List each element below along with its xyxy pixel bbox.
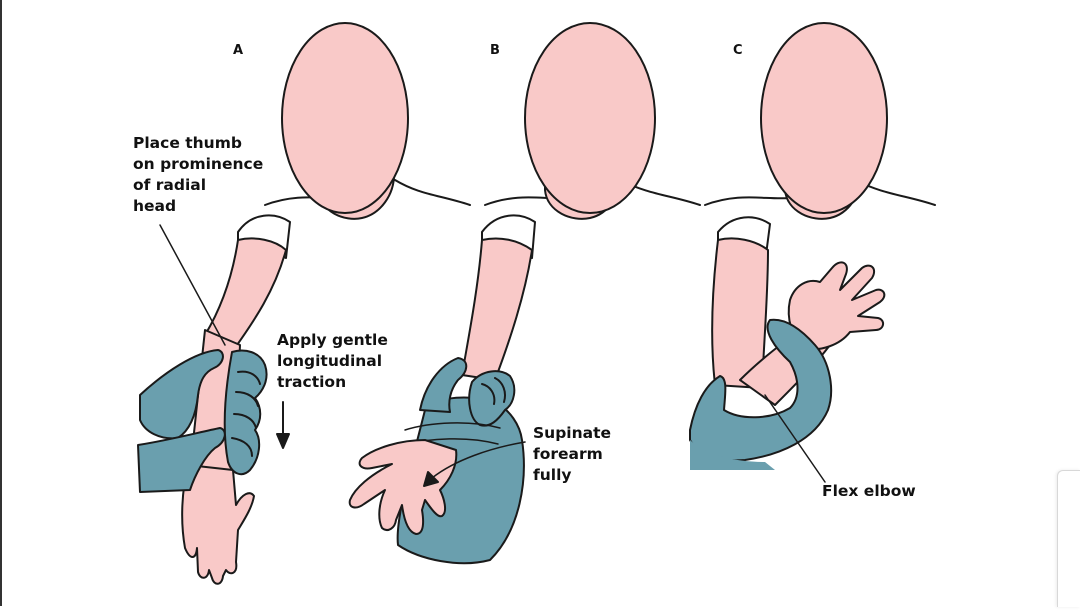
panel-b-upper-arm [461,237,533,381]
panel-b-supinate-arrowhead [423,471,439,487]
panel-a-hand [181,464,255,585]
panel-c-figure [689,22,936,483]
panel-b-figure [348,22,701,565]
panel-a-glove-fingers [223,349,268,476]
flex-elbow-label: Flex elbow [822,482,916,500]
left-border [0,0,2,606]
side-panel-tab[interactable] [1057,470,1080,607]
panel-b-letter: B [490,43,500,58]
panel-a-traction-arrowhead [276,433,290,449]
panel-c-letter: C [733,43,743,58]
panel-c-glove-wrist [690,440,775,470]
panel-b-finger-lines [481,377,506,405]
panel-a-letter: A [233,43,244,58]
panel-c-flex-leader [764,394,826,483]
supinate-label: Supinate forearm fully [533,424,612,484]
panel-a-figure [137,22,471,585]
panel-b-glove-top [419,357,468,413]
panel-c-glove-main [689,318,833,462]
traction-label: Apply gentle longitudinal traction [277,331,388,391]
panel-b-supinate-leader [431,441,526,479]
panel-a-thumb-leader [159,224,226,346]
panel-b-hand [348,439,458,535]
thumb-label: Place thumb on prominence of radial head [133,134,264,215]
panel-a-finger-lines [231,370,261,457]
panel-a-upper-arm [204,237,287,353]
panel-b-head [524,22,656,214]
panel-a-head [281,22,409,214]
panel-c-head [760,22,888,214]
panel-c-upper-arm [711,237,769,389]
